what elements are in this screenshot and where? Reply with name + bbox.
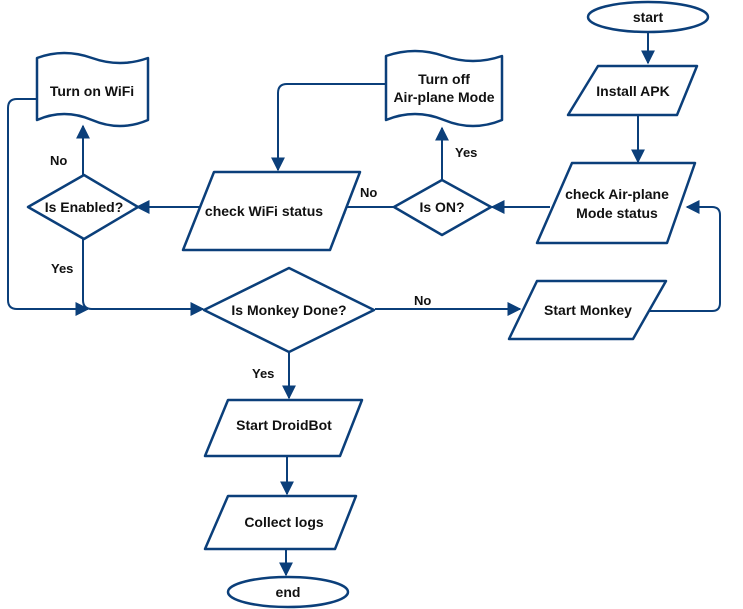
node-end: end <box>226 575 350 609</box>
label-is-on-yes: Yes <box>455 145 477 160</box>
node-check-wifi-label: check WiFi status <box>205 203 323 219</box>
node-end-label: end <box>276 584 301 600</box>
node-turn-off-label-1: Turn off <box>418 71 470 87</box>
edge-turn-on-wifi-to-monkey <box>7 98 90 316</box>
edge-turn-off-to-check-wifi <box>271 83 386 172</box>
node-is-on-label: Is ON? <box>419 199 464 215</box>
edges <box>7 32 721 577</box>
node-turn-on-wifi: Turn on WiFi <box>35 51 150 128</box>
node-turn-on-wifi-label: Turn on WiFi <box>50 83 134 99</box>
node-is-enabled-label: Is Enabled? <box>45 199 124 215</box>
label-monkey-no: No <box>414 293 431 308</box>
node-is-on: Is ON? <box>392 178 493 237</box>
edge-labels: Yes No No Yes No Yes <box>50 145 477 381</box>
node-check-airplane-mode: check Air-plane Mode status <box>535 161 697 245</box>
node-start-label: start <box>633 9 664 25</box>
node-install-apk-label: Install APK <box>596 83 669 99</box>
label-is-on-no: No <box>360 185 377 200</box>
node-check-wifi-status: check WiFi status <box>181 170 362 252</box>
node-collect-logs-label: Collect logs <box>244 514 324 530</box>
node-start-monkey-label: Start Monkey <box>544 302 632 318</box>
node-collect-logs: Collect logs <box>203 494 358 551</box>
node-is-monkey-done: Is Monkey Done? <box>202 266 376 354</box>
edge-start-monkey-to-check-airplane <box>633 200 721 312</box>
node-start-monkey: Start Monkey <box>507 279 668 341</box>
node-turn-off-label-2: Air-plane Mode <box>393 89 494 105</box>
node-install-apk: Install APK <box>566 64 699 117</box>
node-check-airplane-label-2: Mode status <box>576 205 658 221</box>
node-check-airplane-label-1: check Air-plane <box>565 186 669 202</box>
node-is-monkey-done-label: Is Monkey Done? <box>231 302 346 318</box>
label-monkey-yes: Yes <box>252 366 274 381</box>
node-start-droidbot-label: Start DroidBot <box>236 417 332 433</box>
node-turn-off-airplane: Turn off Air-plane Mode <box>384 49 504 128</box>
node-start-droidbot: Start DroidBot <box>203 398 364 458</box>
label-is-enabled-no: No <box>50 153 67 168</box>
node-is-enabled: Is Enabled? <box>26 173 140 241</box>
edge-is-enabled-to-monkey <box>82 239 205 316</box>
node-start: start <box>586 0 710 34</box>
label-is-enabled-yes: Yes <box>51 261 73 276</box>
